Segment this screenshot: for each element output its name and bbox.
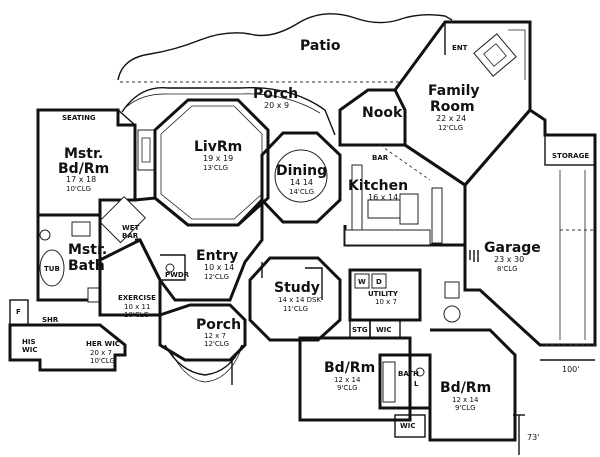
her-wic-label: HER WIC xyxy=(86,340,120,348)
dining-clg: 14'CLG xyxy=(289,188,314,196)
kitchen-island xyxy=(367,199,401,219)
storage-label: STORAGE xyxy=(552,152,589,160)
f-label: F xyxy=(16,308,21,316)
master-bedroom-label-2: Bd/Rm xyxy=(58,161,109,177)
kitchen-counter xyxy=(351,164,363,231)
wet-bar-label-2: BAR xyxy=(122,232,139,240)
wet-bar-label: WET xyxy=(122,224,140,232)
master-bedroom-walls xyxy=(36,108,137,217)
washer-label: W xyxy=(358,278,366,286)
nook-label: Nook xyxy=(362,105,403,121)
family-room-label-2: Room xyxy=(430,99,475,115)
rear-porch-arch xyxy=(121,86,326,113)
family-room-label: Family xyxy=(428,83,480,99)
utility-label: UTILITY xyxy=(368,290,399,298)
front-porch-clg: 12'CLG xyxy=(204,340,229,348)
shr-label: SHR xyxy=(42,316,59,324)
dining-walls xyxy=(260,131,342,224)
his-label: HIS xyxy=(22,338,36,346)
living-room-clg: 13'CLG xyxy=(203,164,228,172)
bedroom-3-label: Bd/Rm xyxy=(440,380,491,396)
front-porch-dim: 12 x 7 xyxy=(204,332,226,340)
pwdr-label: PWDR xyxy=(165,271,190,279)
entry-dim: 10 x 14 xyxy=(204,263,234,272)
dryer-label: D xyxy=(376,278,382,286)
tub xyxy=(39,249,65,287)
ent-label: ENT xyxy=(452,44,468,52)
tub-label: TUB xyxy=(44,265,60,273)
exercise-label: EXERCISE xyxy=(118,294,156,302)
patio-outline xyxy=(117,13,453,81)
exercise-walls xyxy=(98,237,162,317)
depth-dimension: 73' xyxy=(527,433,539,442)
master-bath-label-2: Bath xyxy=(68,258,105,274)
study-label: Study xyxy=(274,280,320,296)
rear-porch-label: Porch xyxy=(253,86,298,102)
master-bedroom-dim: 17 x 18 xyxy=(66,175,96,184)
utility-walls xyxy=(348,268,422,322)
front-porch-label: Porch xyxy=(196,317,241,333)
bath-label: BATH xyxy=(398,370,419,378)
patio-label: Patio xyxy=(300,38,341,54)
wic-bed2-label: WIC xyxy=(376,326,391,334)
wet-bar xyxy=(98,195,147,244)
garage-walls xyxy=(463,108,597,347)
dining-dim: 14 14 xyxy=(290,178,313,187)
storage-area xyxy=(544,134,596,166)
bedroom-3-dim: 12 x 14 xyxy=(452,396,479,404)
family-room-clg: 12'CLG xyxy=(438,124,463,132)
kitchen-dim: 16 x 14 xyxy=(368,193,398,202)
her-wic-dim: 20 x 7 xyxy=(90,349,112,357)
his-wic-label: WIC xyxy=(22,346,37,354)
entry-clg: 12'CLG xyxy=(204,273,229,281)
bedroom-3-clg: 9'CLG xyxy=(455,404,476,412)
garage-label: Garage xyxy=(484,240,541,256)
rear-porch-dim: 20 x 9 xyxy=(264,101,289,110)
family-fireplace xyxy=(473,33,517,77)
master-fireplace xyxy=(137,129,155,171)
study-clg: 11'CLG xyxy=(283,305,308,313)
entry-label: Entry xyxy=(196,248,238,264)
garage-dim: 23 x 30 xyxy=(494,255,524,264)
linen-label: L xyxy=(414,380,419,388)
master-bedroom-clg: 10'CLG xyxy=(66,185,91,193)
kitchen-label: Kitchen xyxy=(348,178,408,194)
powder-room xyxy=(160,254,186,281)
master-bath-label: Mstr. xyxy=(68,242,107,258)
bedroom-2-walls xyxy=(298,336,412,422)
bedroom-2-dim: 12 x 14 xyxy=(334,376,361,384)
exercise-clg: 10'CLG xyxy=(124,311,149,319)
utility-dim: 10 x 7 xyxy=(375,298,397,306)
wic-bed3-closet xyxy=(394,414,426,438)
width-dimension: 100' xyxy=(562,365,579,374)
family-room-dim: 22 x 24 xyxy=(436,114,466,123)
wic-bed3-label: WIC xyxy=(400,422,415,430)
bedroom-2-label: Bd/Rm xyxy=(324,360,375,376)
stg-label: STG xyxy=(352,326,368,334)
living-room-label: LivRm xyxy=(194,139,242,155)
her-wic-walls xyxy=(8,323,127,372)
dining-label: Dining xyxy=(276,163,327,179)
dining-table xyxy=(274,149,328,203)
living-room-dim: 19 x 19 xyxy=(203,154,233,163)
her-wic-clg: 10'CLG xyxy=(90,357,115,365)
seating-label: SEATING xyxy=(62,114,96,122)
exercise-dim: 10 x 11 xyxy=(124,303,150,311)
bedroom-2-clg: 9'CLG xyxy=(337,384,358,392)
garage-clg: 8'CLG xyxy=(497,265,518,273)
bar-label: BAR xyxy=(372,154,389,162)
study-walls xyxy=(248,256,342,342)
master-bedroom-label: Mstr. xyxy=(64,146,103,162)
bedroom-3-walls xyxy=(428,328,517,442)
study-dim: 14 x 14 DSK xyxy=(278,296,321,304)
